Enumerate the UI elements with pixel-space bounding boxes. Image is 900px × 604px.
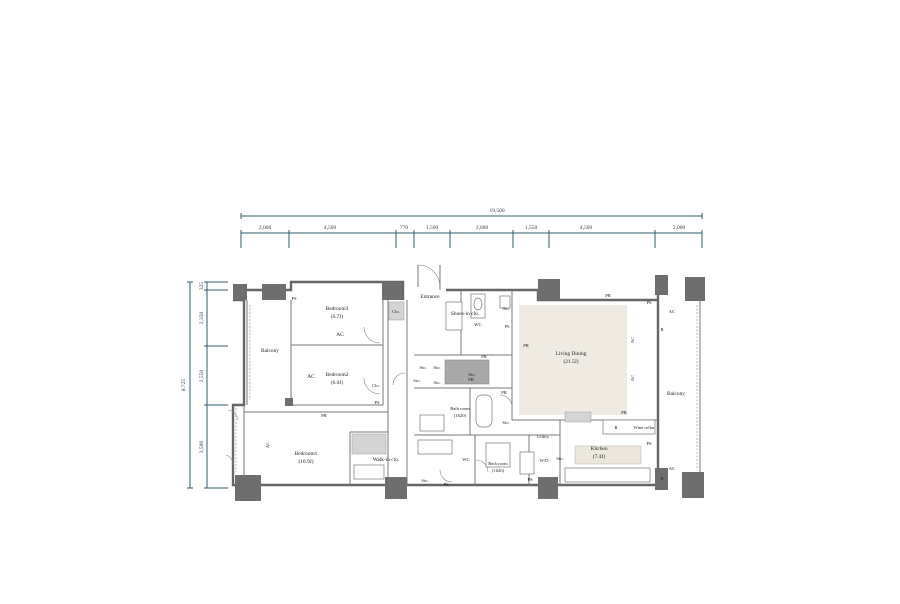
dim-depth-3: 2,550 <box>199 370 205 383</box>
ac-label-balcony-top: AC <box>669 309 675 314</box>
bath-b-size: (1620) <box>492 468 505 473</box>
bath-a-size: (1620) <box>454 413 467 418</box>
dim-segment-8: 2,000 <box>673 225 686 231</box>
storage-block-hall <box>444 359 490 385</box>
bedroom2-name: Bedroom2 <box>326 372 349 378</box>
sto-label-5: Sto. <box>502 420 509 425</box>
ps-label-4: PS <box>646 300 652 305</box>
entrance-label: Entrance <box>420 294 440 300</box>
sto-label-7: Sto. <box>556 456 563 461</box>
structural-columns <box>233 275 705 501</box>
dim-depth-4: 3,500 <box>199 441 205 454</box>
sto-label-8: Sto. <box>413 378 420 383</box>
balcony-left-label: Balcony <box>261 348 279 354</box>
utility-label: Utility <box>537 434 550 439</box>
top-dimensions: 19,500 2,000 4,500 770 1,500 2,680 1,550… <box>240 208 703 248</box>
bath-b-name: Bath room <box>488 461 508 466</box>
b-label-top: B <box>660 327 663 332</box>
sto-label-4: Sto. <box>502 306 509 311</box>
pr-label-bath: PR <box>501 390 508 395</box>
ac-label-living-2: AC <box>630 375 635 381</box>
clo-label-bedroom2: Clo. <box>372 383 380 388</box>
wine-label: Wine cellar <box>633 425 655 430</box>
left-dimensions: 8,725 325 2,350 2,550 3,500 <box>181 281 228 489</box>
bedroom1-name: Bedroom1 <box>295 451 318 457</box>
ps-label-6: PS <box>443 482 449 487</box>
ps-label-2: PS <box>374 400 380 405</box>
ac-label-bedroom1: AC <box>265 442 270 448</box>
kitchen-name: Kitchen <box>590 446 607 452</box>
dim-segment-6: 1,550 <box>525 225 538 231</box>
wc-label-lower: WC <box>462 457 469 462</box>
dim-segment-3: 770 <box>400 225 409 231</box>
living-size: (21.5J) <box>563 358 578 365</box>
dim-segment-7: 4,500 <box>580 225 593 231</box>
sto-label-2: Sto. <box>433 380 440 385</box>
ac-label-bedroom2: AC <box>307 374 315 380</box>
wd-label: W/D <box>540 458 550 463</box>
living-floor-area <box>519 305 627 415</box>
clo-label-bedroom3: Clo. <box>392 309 400 314</box>
fixtures <box>235 293 698 483</box>
ac-label-living-1: AC <box>630 337 635 343</box>
bedroom2-size: (6.0J) <box>331 379 344 386</box>
dim-segment-4: 1,500 <box>426 225 439 231</box>
ac-label-bedroom3: AC <box>336 332 344 338</box>
ac-label-balcony-bottom: AC <box>669 466 675 471</box>
pr-label-living: PR <box>523 343 530 348</box>
bathtub-upper <box>475 394 493 428</box>
sto-label-1: Sto. <box>433 365 440 370</box>
bathtub-lower <box>485 442 511 468</box>
pr-label-living-2: PR <box>621 410 628 415</box>
bedroom3-name: Bedroom3 <box>326 306 349 312</box>
pr-label-top: PR <box>605 293 612 298</box>
walk-in-label: Walk-in clo. <box>373 457 400 463</box>
room-labels: Bedroom3 (6.7J) Bedroom2 (6.0J) Bedroom1… <box>261 294 685 473</box>
bedroom1-size: (10.9J) <box>298 458 313 465</box>
sto-label-9: Sto. <box>419 365 426 370</box>
kitchen-island <box>574 445 642 465</box>
dim-depth-2: 2,350 <box>199 312 205 325</box>
ps-label-7: PS <box>527 477 533 482</box>
symbol-labels: AC AC AC AC AC AC AC PS PS PS PS PS PS P… <box>265 293 675 487</box>
pr-label-lower: PR <box>468 377 475 382</box>
sto-label-6: Sto. <box>421 478 428 483</box>
pr-label-bedroom1: PR <box>321 413 328 418</box>
ps-label-5: PS <box>646 441 652 446</box>
dim-segment-1: 2,000 <box>259 225 272 231</box>
overall-depth-label: 8,725 <box>181 379 187 392</box>
overall-width-label: 19,500 <box>489 208 504 214</box>
ps-label-3: PS <box>504 324 510 329</box>
ps-label-1: PS <box>291 296 297 301</box>
dim-segment-2: 4,500 <box>324 225 337 231</box>
living-name: Living Dining <box>556 351 587 357</box>
bath-a-name: Bath room <box>450 406 470 411</box>
shoes-in-label: Shoes-in clo. <box>451 311 479 317</box>
dim-segment-5: 2,680 <box>476 225 489 231</box>
balcony-right-label: Balcony <box>667 391 685 397</box>
sto-label-3: Sto. <box>468 372 475 377</box>
b-label-bottom: B <box>660 476 663 481</box>
doors <box>225 264 513 483</box>
kitchen-size: (7.4J) <box>593 453 606 460</box>
r-label: R <box>614 425 618 430</box>
dim-depth-1: 325 <box>199 282 205 291</box>
wc-label-upper: WC <box>474 322 481 327</box>
pr-label-hall: PR <box>481 354 488 359</box>
bedroom3-size: (6.7J) <box>331 313 344 320</box>
